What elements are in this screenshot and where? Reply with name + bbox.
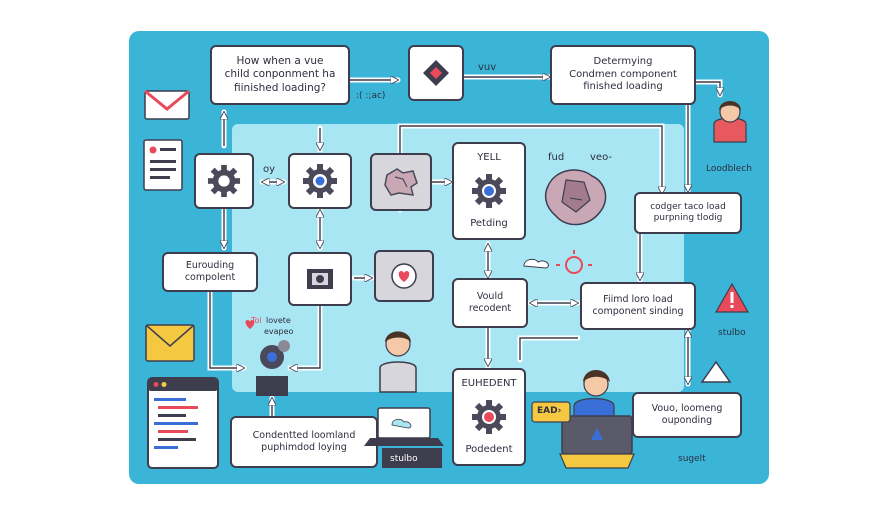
node-diamond	[408, 45, 464, 101]
node-vouo-text: Vouo, loomeng ouponding	[651, 403, 723, 426]
label-lovete: lovete	[266, 316, 291, 325]
label-stulbo-bottom: stulbo	[390, 454, 418, 464]
envelope-icon	[144, 89, 190, 120]
node-shape	[370, 153, 432, 211]
heart-icon	[391, 263, 417, 289]
node-vould-text: Vould recodent	[468, 291, 512, 314]
ead-tag: EAD›	[537, 406, 562, 416]
node-determining: Determying Condmen component finished lo…	[550, 45, 696, 105]
label-veo: veo-	[590, 152, 612, 163]
laptop-icon	[364, 407, 444, 468]
cluster-icon	[544, 169, 607, 226]
node-fiimd: Fiimd loro load component sinding	[580, 282, 696, 330]
node-condentted-text: Condentted loomland puphimdod loying	[252, 430, 356, 453]
triangle-icon	[700, 360, 732, 383]
label-vuv: vuv	[478, 62, 497, 73]
monitor-icon	[307, 269, 333, 289]
person-icon	[379, 331, 417, 393]
node-fiimd-text: Fiimd loro load component sinding	[592, 294, 684, 317]
node-euhedent: EUHEDENT Podedent	[452, 368, 526, 466]
node-question-text: How when a vue child conponment ha fiini…	[224, 55, 336, 94]
label-sugelt: sugelt	[678, 454, 706, 464]
node-eurouding-text: Eurouding compolent	[184, 260, 236, 283]
node-vould: Vould recodent	[452, 278, 528, 328]
label-code-snippet: :( :;ac)	[356, 91, 386, 101]
node-monitor	[288, 252, 352, 306]
node-heart	[374, 250, 434, 302]
gear-icon	[472, 400, 506, 434]
label-stulbo-right: stulbo	[718, 328, 746, 338]
gear-cluster-icon	[256, 340, 290, 396]
node-gear-1	[194, 153, 254, 209]
label-oy: oy	[263, 164, 276, 175]
heart-icon	[245, 320, 255, 329]
ead-tag-background	[531, 401, 571, 423]
gear-icon	[207, 164, 241, 198]
puzzle-icon	[384, 168, 418, 196]
node-yell-subtitle: Petding	[470, 217, 508, 229]
node-euhedent-subtitle: Podedent	[465, 443, 513, 455]
node-yell: YELL Petding	[452, 142, 526, 240]
sun-icon	[556, 250, 592, 274]
node-eurouding: Eurouding compolent	[162, 252, 258, 292]
node-gear-2	[288, 153, 352, 209]
cloud-icon	[523, 258, 549, 269]
node-codger-text: codger taco load purpning tlodig	[650, 201, 726, 223]
person-icon	[713, 101, 747, 143]
diamond-icon	[423, 60, 449, 86]
node-question: How when a vue child conponment ha fiini…	[210, 45, 350, 105]
label-tol: Tol	[251, 316, 262, 325]
envelope-icon	[145, 324, 195, 362]
node-yell-title: YELL	[477, 152, 501, 163]
person-laptop-icon	[559, 370, 635, 469]
warning-icon	[714, 282, 750, 313]
document-icon	[143, 139, 183, 191]
gear-icon	[472, 174, 506, 208]
node-determining-text: Determying Condmen component finished lo…	[569, 56, 677, 93]
browser-code-icon	[147, 377, 219, 469]
gear-icon	[303, 164, 337, 198]
node-vouo: Vouo, loomeng ouponding	[632, 392, 742, 438]
label-evapeo: evapeo	[264, 327, 294, 336]
label-fud: fud	[548, 152, 565, 163]
node-condentted: Condentted loomland puphimdod loying	[230, 416, 378, 468]
node-euhedent-title: EUHEDENT	[461, 378, 517, 389]
node-codger: codger taco load purpning tlodig	[634, 192, 742, 234]
label-loodblech: Loodblech	[706, 164, 752, 174]
